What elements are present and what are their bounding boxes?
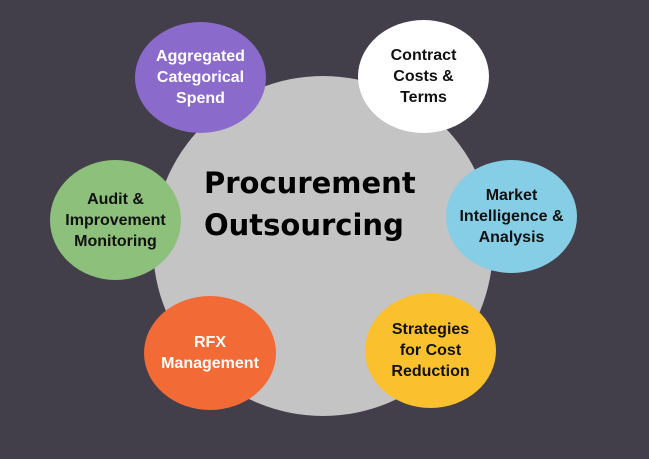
node-audit-improvement-monitoring: Audit & Improvement Monitoring [50,160,181,280]
center-title: Procurement Outsourcing [188,162,448,246]
center-title-line-1: Procurement [204,166,416,200]
node-label: Market Intelligence & Analysis [459,187,564,246]
node-strategies-cost-reduction: Strategies for Cost Reduction [365,293,496,408]
node-contract-costs-terms: Contract Costs & Terms [358,20,489,133]
node-label: Audit & Improvement Monitoring [65,190,166,250]
node-aggregated-categorical-spend: Aggregated Categorical Spend [135,22,266,133]
node-label: Aggregated Categorical Spend [156,48,245,107]
node-label: Contract Costs & Terms [390,47,457,106]
node-label: RFX Management [161,334,259,372]
center-title-line-2: Outsourcing [204,208,404,242]
node-label: Strategies for Cost Reduction [391,321,470,380]
node-rfx-management: RFX Management [144,296,276,410]
node-market-intelligence-analysis: Market Intelligence & Analysis [446,160,577,273]
